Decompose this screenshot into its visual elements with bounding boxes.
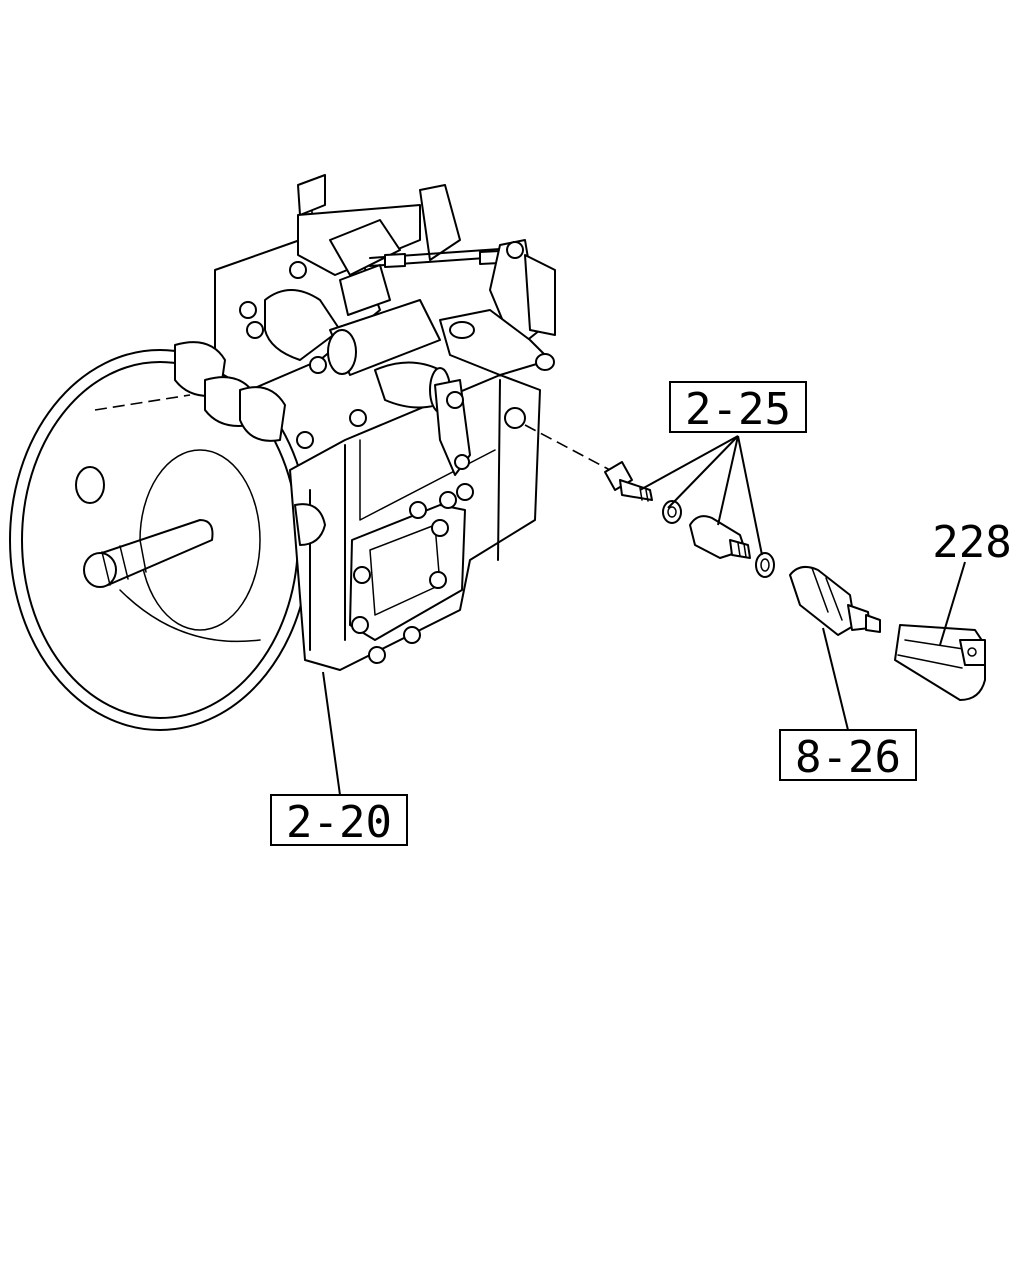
sensor[interactable] <box>789 565 881 636</box>
callout-8-26: 8-26 <box>779 729 917 783</box>
switch-parts[interactable] <box>524 424 775 578</box>
bracket[interactable] <box>894 624 986 701</box>
callout-228-text: 228 <box>932 517 1011 568</box>
callout-2-20-text: 2-20 <box>286 797 392 848</box>
callout-2-25: 2-25 <box>669 381 807 435</box>
leader-lines <box>322 435 966 796</box>
callout-2-20: 2-20 <box>270 794 408 848</box>
callout-8-26-text: 8-26 <box>795 732 901 783</box>
transmission-assembly[interactable] <box>9 174 556 731</box>
callout-228: 228 <box>932 517 1011 568</box>
callout-2-25-text: 2-25 <box>685 384 791 435</box>
